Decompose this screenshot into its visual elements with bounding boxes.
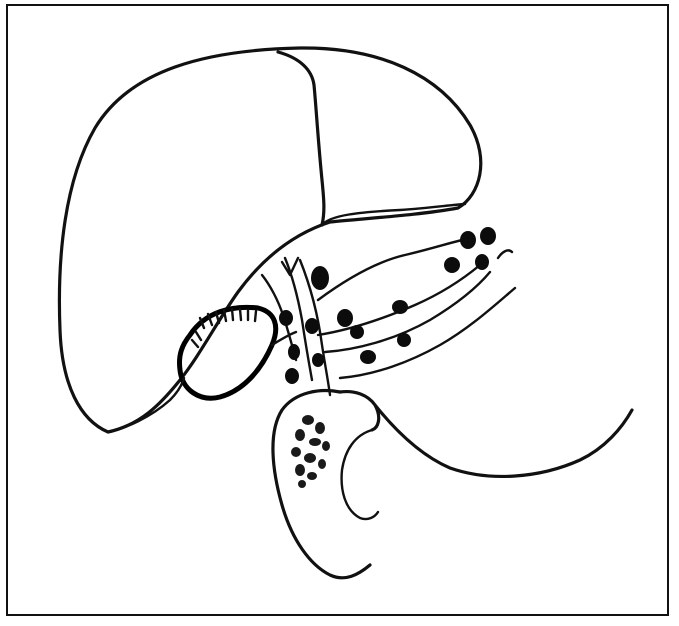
pancreas-body xyxy=(340,392,632,477)
duodenum-outer xyxy=(273,391,370,578)
lymph-node xyxy=(475,254,489,270)
lymph-node xyxy=(288,344,300,360)
lymph-node xyxy=(312,353,324,367)
lymph-nodes xyxy=(279,227,496,384)
lymph-node xyxy=(305,318,319,334)
interlobar-fissure xyxy=(278,52,324,225)
lymph-node xyxy=(460,231,476,249)
gallbladder-tail xyxy=(110,378,184,432)
lymph-node xyxy=(360,350,376,364)
lymph-node xyxy=(337,309,353,327)
gallbladder xyxy=(179,307,275,398)
duodenum-inner xyxy=(342,430,378,519)
liver-outline xyxy=(59,48,480,432)
lymph-node xyxy=(480,227,496,245)
v-mark xyxy=(282,258,298,275)
lymph-node xyxy=(311,266,329,290)
stippled-tissue xyxy=(291,415,330,488)
lymph-node xyxy=(279,310,293,326)
lymph-node xyxy=(285,368,299,384)
gallbladder-wall-hatching xyxy=(192,309,256,347)
lymph-node xyxy=(350,325,364,339)
lymph-node xyxy=(444,257,460,273)
celiac-trunk xyxy=(340,288,515,378)
lymph-node xyxy=(392,300,408,314)
lymph-node xyxy=(397,333,411,347)
splenic-vessel-hook xyxy=(498,250,512,258)
